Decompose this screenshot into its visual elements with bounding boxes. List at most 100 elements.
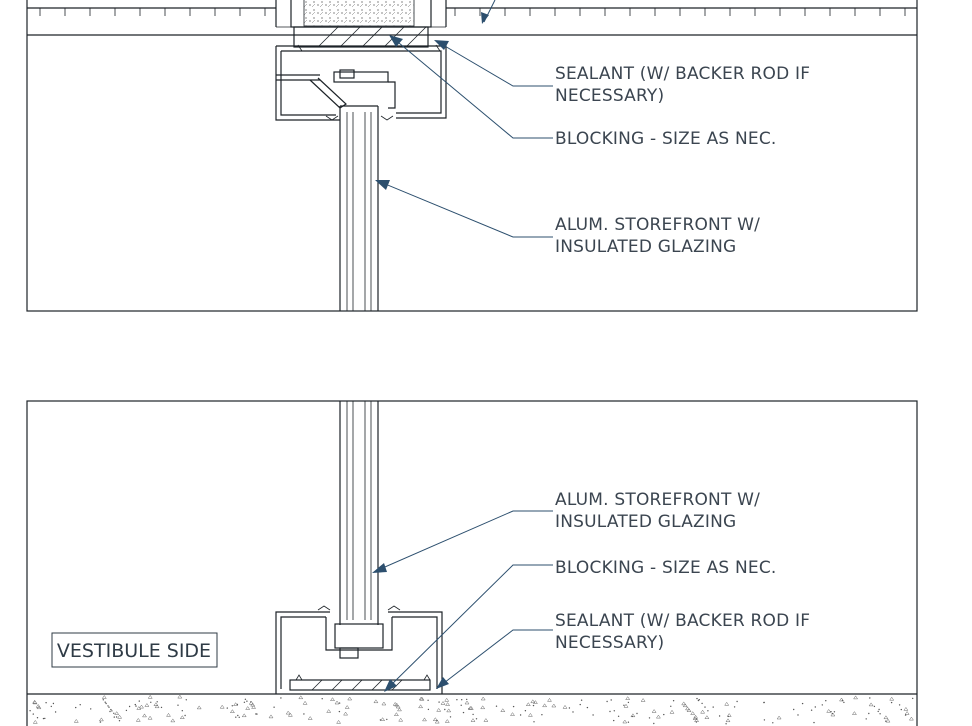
concrete-aggregate bbox=[144, 703, 150, 707]
concrete-aggregate bbox=[663, 713, 665, 716]
concrete-aggregate bbox=[280, 697, 282, 699]
concrete-aggregate bbox=[184, 714, 186, 717]
concrete-aggregate bbox=[36, 705, 42, 710]
concrete-aggregate bbox=[153, 702, 159, 706]
concrete-aggregate bbox=[873, 705, 876, 708]
concrete-aggregate bbox=[532, 704, 535, 707]
concrete-aggregate bbox=[701, 702, 703, 705]
concrete-aggregate bbox=[445, 702, 451, 706]
concrete-aggregate bbox=[118, 720, 121, 722]
head-detail: SEALANT (W/ BACKER ROD IF NECESSARY) BLO… bbox=[26, 0, 918, 312]
concrete-aggregate bbox=[338, 710, 341, 713]
concrete-aggregate bbox=[839, 697, 844, 702]
concrete-aggregate bbox=[853, 695, 859, 700]
concrete-aggregate bbox=[622, 719, 628, 724]
concrete-aggregate bbox=[821, 704, 823, 706]
concrete-aggregate bbox=[912, 697, 914, 700]
concrete-aggregate bbox=[347, 696, 353, 701]
concrete-aggregate bbox=[444, 697, 450, 702]
concrete-aggregate bbox=[287, 712, 293, 717]
concrete-aggregate bbox=[36, 717, 39, 719]
concrete-aggregate bbox=[763, 719, 766, 721]
concrete-aggregate bbox=[44, 717, 46, 720]
concrete-aggregate bbox=[889, 696, 895, 701]
concrete-aggregate bbox=[444, 719, 450, 723]
concrete-aggregate bbox=[670, 705, 672, 707]
concrete-aggregate bbox=[480, 705, 486, 710]
concrete-aggregate bbox=[562, 704, 568, 709]
concrete-aggregate bbox=[466, 698, 468, 701]
concrete-aggregate bbox=[801, 702, 804, 705]
concrete-aggregate bbox=[139, 704, 144, 709]
concrete-aggregate bbox=[380, 717, 386, 721]
concrete-aggregate bbox=[113, 712, 115, 714]
concrete-aggregate bbox=[393, 712, 399, 716]
concrete-aggregate bbox=[472, 713, 474, 716]
concrete-aggregate bbox=[533, 721, 535, 723]
concrete-aggregate bbox=[256, 713, 258, 715]
concrete-aggregate bbox=[398, 717, 404, 722]
concrete-aggregate bbox=[179, 715, 185, 719]
concrete-aggregate bbox=[105, 702, 107, 705]
concrete-aggregate bbox=[79, 704, 81, 706]
concrete-aggregate bbox=[334, 700, 340, 705]
concrete-aggregate bbox=[268, 714, 274, 719]
concrete-aggregate bbox=[726, 713, 732, 717]
concrete-aggregate bbox=[610, 699, 612, 701]
concrete-aggregate bbox=[704, 715, 710, 719]
concrete-aggregate bbox=[685, 706, 690, 711]
concrete-aggregate bbox=[251, 705, 257, 709]
concrete-aggregate bbox=[456, 699, 458, 701]
concrete-aggregate bbox=[150, 701, 152, 703]
concrete-aggregate bbox=[298, 695, 304, 700]
concrete-aggregate bbox=[248, 700, 254, 705]
concrete-aggregate bbox=[427, 708, 430, 711]
concrete-aggregate bbox=[725, 723, 727, 725]
concrete-aggregate bbox=[636, 712, 638, 715]
concrete-aggregate bbox=[237, 714, 239, 717]
concrete-aggregate bbox=[879, 713, 881, 715]
concrete-aggregate bbox=[241, 713, 247, 718]
concrete-aggregate bbox=[718, 715, 721, 717]
concrete-aggregate bbox=[495, 705, 498, 707]
concrete-aggregate bbox=[73, 718, 79, 723]
concrete-aggregate bbox=[90, 708, 92, 710]
concrete-aggregate bbox=[904, 711, 910, 715]
concrete-aggregate bbox=[613, 710, 615, 712]
sill-detail: ALUM. STOREFRONT W/ INSULATED GLAZING BL… bbox=[26, 400, 918, 726]
concrete-aggregate bbox=[692, 716, 698, 720]
concrete-aggregate bbox=[500, 708, 506, 712]
concrete-aggregate bbox=[147, 715, 153, 720]
concrete-aggregate bbox=[422, 717, 427, 722]
concrete-aggregate bbox=[238, 716, 240, 718]
concrete-aggregate bbox=[464, 700, 470, 705]
concrete-aggregate bbox=[394, 702, 400, 707]
concrete-aggregate bbox=[50, 705, 52, 708]
concrete-aggregate bbox=[52, 702, 55, 705]
concrete-aggregate bbox=[772, 722, 774, 724]
concrete-aggregate bbox=[630, 713, 636, 718]
concrete-aggregate bbox=[623, 703, 629, 708]
concrete-aggregate bbox=[135, 717, 141, 722]
callout-sealant-sill: SEALANT (W/ BACKER ROD IF NECESSARY) bbox=[555, 611, 816, 653]
concrete-aggregate bbox=[826, 708, 832, 713]
concrete-aggregate bbox=[510, 712, 515, 716]
concrete-aggregate bbox=[54, 711, 57, 713]
concrete-aggregate bbox=[865, 718, 867, 720]
concrete-aggregate bbox=[724, 701, 730, 706]
concrete-aggregate bbox=[321, 698, 323, 700]
concrete-aggregate bbox=[908, 716, 914, 721]
concrete-aggregate bbox=[418, 696, 424, 701]
concrete-aggregate bbox=[109, 710, 111, 713]
callout-sealant: SEALANT (W/ BACKER ROD IF NECESSARY) bbox=[555, 64, 816, 106]
concrete-aggregate bbox=[302, 700, 308, 705]
concrete-aggregate bbox=[147, 694, 153, 699]
concrete-aggregate bbox=[883, 715, 889, 720]
concrete-aggregate bbox=[236, 703, 239, 706]
concrete-aggregate bbox=[233, 702, 239, 706]
concrete-aggregate bbox=[181, 710, 183, 712]
concrete-aggregate bbox=[432, 717, 438, 721]
concrete-aggregate bbox=[527, 712, 533, 717]
concrete-aggregate bbox=[733, 706, 736, 708]
